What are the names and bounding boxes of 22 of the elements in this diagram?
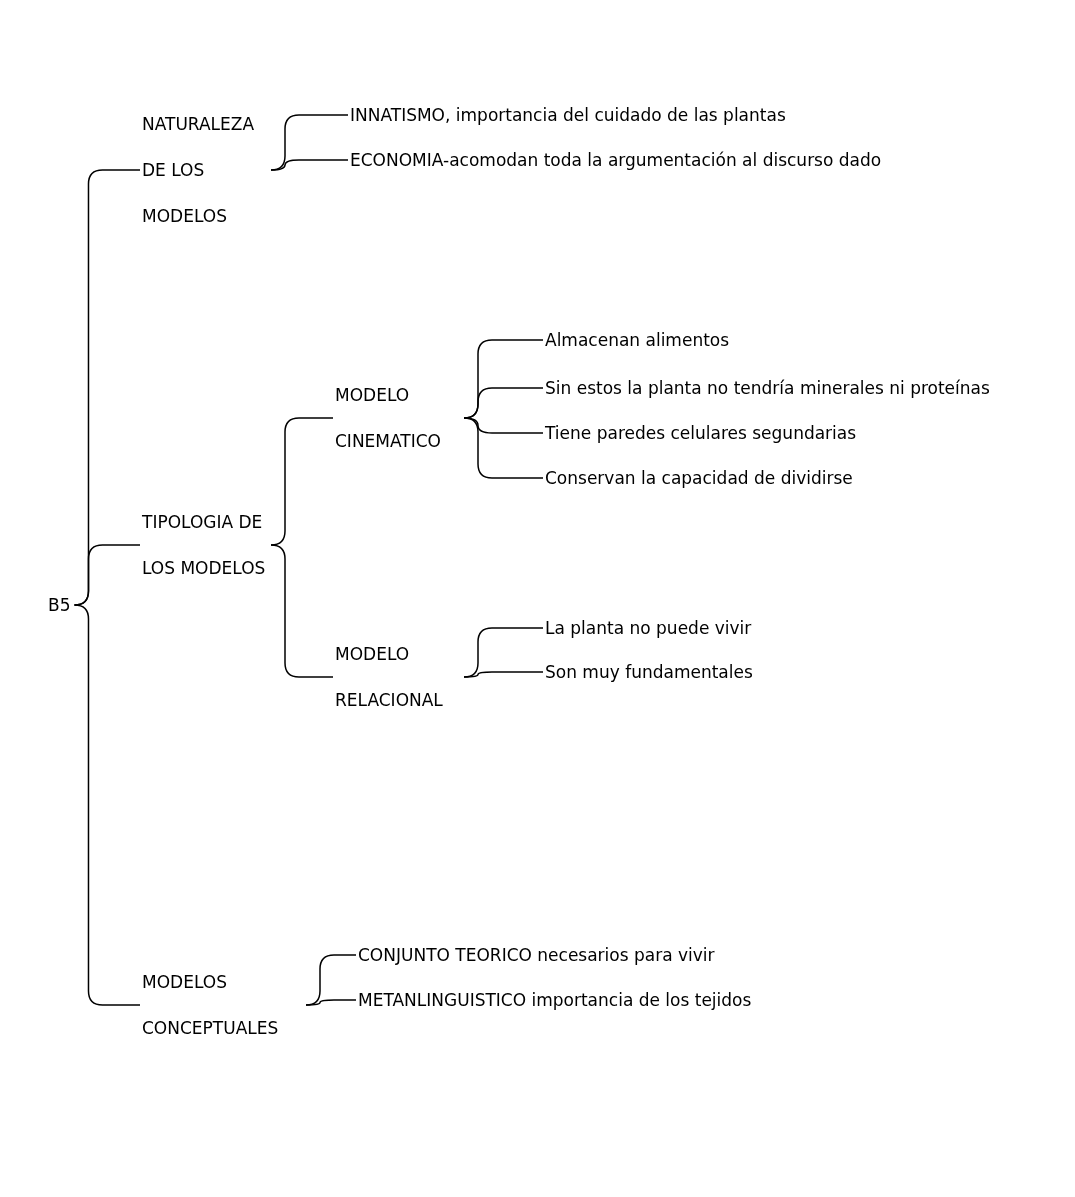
brace-line: [270, 544, 334, 678]
category-label: B5: [48, 582, 71, 628]
category-label: NATURALEZA DE LOS MODELOS: [142, 101, 267, 239]
item-text: CONJUNTO TEORICO necesarios para vivir: [358, 943, 715, 967]
brace-line: [305, 999, 357, 1006]
category-label: MODELO CINEMATICO: [335, 372, 460, 464]
item-text: ECONOMIA-acomodan toda la argumentación al discurso dado: [350, 148, 882, 172]
category-label: MODELO RELACIONAL: [335, 631, 460, 723]
item-text: La planta no puede vivir: [545, 616, 752, 640]
brace-line: [463, 671, 544, 678]
item-text: Almacenan alimentos: [545, 328, 730, 352]
brace-line: [270, 159, 349, 171]
item-text: METANLINGUISTICO importancia de los tejidos: [358, 988, 752, 1012]
item-text: INNATISMO, importancia del cuidado de las plantas: [350, 103, 786, 127]
category-label: TIPOLOGIA DE LOS MODELOS: [142, 499, 267, 591]
item-text: Son muy fundamentales: [545, 660, 753, 684]
brace-line: [463, 417, 544, 479]
item-text: Conservan la capacidad de dividirse: [545, 466, 853, 490]
category-label: MODELOS CONCEPTUALES: [142, 959, 302, 1051]
brace-line: [73, 604, 141, 1006]
item-text: Tiene paredes celulares segundarias: [545, 421, 857, 445]
item-text: Sin estos la planta no tendría minerales ni proteínas: [545, 376, 990, 400]
